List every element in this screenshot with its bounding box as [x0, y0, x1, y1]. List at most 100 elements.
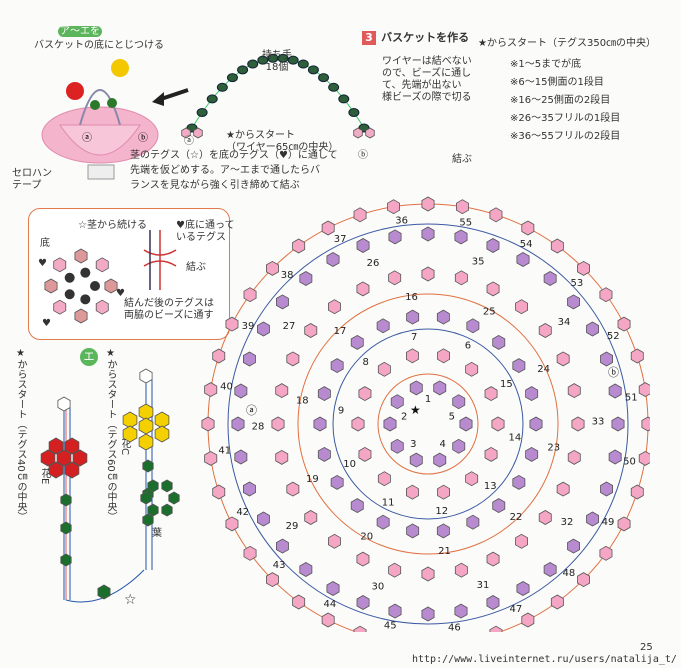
knot-diagram	[143, 230, 177, 290]
flower-e-bead	[40, 449, 56, 467]
basket-bead	[356, 595, 370, 610]
cell-number: 30	[372, 582, 385, 593]
basket-bead	[600, 351, 614, 367]
basket-body	[59, 124, 141, 156]
cell-number: 35	[472, 257, 485, 268]
inset-after-2: 両脇のビーズに通す	[124, 310, 214, 321]
handle-bead	[307, 65, 319, 75]
leaf-icon	[107, 98, 117, 108]
cell-number: 11	[382, 497, 395, 508]
basket-bead	[421, 196, 435, 212]
basket-bead	[512, 474, 526, 490]
cell-number: 38	[281, 270, 294, 281]
basket-bead	[617, 316, 631, 332]
basket-bead	[515, 299, 529, 315]
basket-bead	[421, 566, 435, 582]
basket-bead	[286, 481, 300, 497]
flower-e-bead	[72, 449, 88, 467]
basket-bead	[567, 383, 581, 399]
basket-bead	[543, 271, 557, 286]
handle-bead	[216, 82, 228, 92]
basket-bead	[358, 446, 372, 462]
diagram-knot-label: 結ぶ	[452, 154, 472, 165]
basket-bead	[406, 309, 420, 325]
cell-number: 46	[448, 622, 461, 632]
basket-bead	[383, 416, 397, 432]
range-list: ※1〜5までが底 ※6〜15側面の1段目 ※16〜25側面の2段目 ※26〜35…	[510, 56, 620, 146]
cell-number: 49	[602, 517, 615, 528]
basket-bead	[275, 383, 289, 399]
attach-instruction-line2: バスケットの底にとじつける	[34, 40, 164, 51]
basket-bead	[516, 252, 530, 267]
start-bead	[139, 368, 153, 384]
cell-number: 19	[306, 474, 319, 485]
cell-number: 41	[218, 445, 231, 456]
basket-bead	[390, 394, 404, 410]
handle-start: ★からスタート（ワイヤー65㎝の中央）	[226, 130, 338, 154]
basket-bead	[292, 238, 306, 254]
inset-after-note: 結んだ後のテグスは両脇のビーズに通す	[124, 298, 214, 322]
cell-number: 45	[384, 621, 397, 632]
basket-bead	[321, 220, 335, 236]
leaf-bead	[147, 503, 159, 517]
cell-number: 50	[623, 457, 636, 468]
inset-bead	[95, 299, 109, 315]
tape-icon	[87, 164, 115, 180]
cell-number: 8	[363, 357, 369, 368]
basket-bead	[212, 348, 226, 364]
marker-b-diagram: ⓑ	[608, 366, 619, 379]
basket-bead	[466, 318, 480, 334]
handle-marker-b: ⓑ	[358, 150, 368, 161]
page-number: 25	[640, 642, 653, 653]
handle-start-2: （ワイヤー65㎝の中央）	[226, 142, 339, 153]
basket-bead	[421, 266, 435, 282]
basket-bead	[276, 538, 289, 554]
basket-bead	[571, 416, 585, 432]
range-item: ※36〜55フリルの2段目	[510, 131, 621, 142]
basket-bead	[286, 351, 300, 367]
inset-dark-bead	[90, 281, 100, 291]
basket-bead	[465, 471, 479, 487]
basket-bead	[350, 334, 364, 350]
wire-note-4: 様ビーズの際で切る	[382, 92, 472, 103]
basket-bead	[243, 351, 256, 367]
stem-bead	[142, 459, 154, 473]
basket-bead	[454, 562, 468, 578]
basket-bead	[525, 446, 539, 462]
basket-bead	[409, 452, 423, 468]
inset-knot-label: 結ぶ	[186, 262, 206, 273]
basket-bead	[550, 238, 564, 254]
inset-bottom-thread: ♥底に通っているテグス	[176, 220, 234, 244]
basket-bead	[243, 287, 257, 303]
leaf-bead	[140, 491, 152, 505]
leaf-label: 葉	[152, 528, 162, 539]
handle-bead	[247, 59, 259, 69]
red-flower-icon	[66, 82, 84, 100]
leaf-bead	[168, 491, 180, 505]
basket-bead	[455, 199, 469, 215]
cell-number: 43	[273, 560, 286, 571]
basket-bead	[486, 281, 500, 297]
basket-bead	[556, 481, 570, 497]
stem-bead	[60, 521, 72, 535]
cell-number: 22	[510, 512, 523, 523]
handle-start-1: ★からスタート	[226, 130, 295, 141]
basket-bead	[356, 238, 370, 253]
inset-dark-bead	[80, 294, 91, 305]
badge-e: エ	[80, 348, 98, 366]
wire-note-2: ので、ビーズに通し	[382, 68, 472, 79]
inset-bead	[44, 278, 58, 294]
basket-bead	[376, 318, 390, 334]
cell-number: 39	[242, 321, 255, 332]
mid-thread-blue	[332, 328, 524, 520]
basket-bead	[358, 386, 372, 402]
basket-bead	[204, 450, 218, 466]
handle-diagram	[181, 53, 375, 139]
cell-number: 55	[459, 218, 472, 229]
inset-after-1: 結んだ後のテグスは	[124, 298, 214, 309]
mid-thread-red	[297, 293, 559, 555]
inset-dark-bead	[80, 267, 91, 278]
cell-number: 24	[537, 364, 550, 375]
basket-bead	[567, 294, 581, 310]
